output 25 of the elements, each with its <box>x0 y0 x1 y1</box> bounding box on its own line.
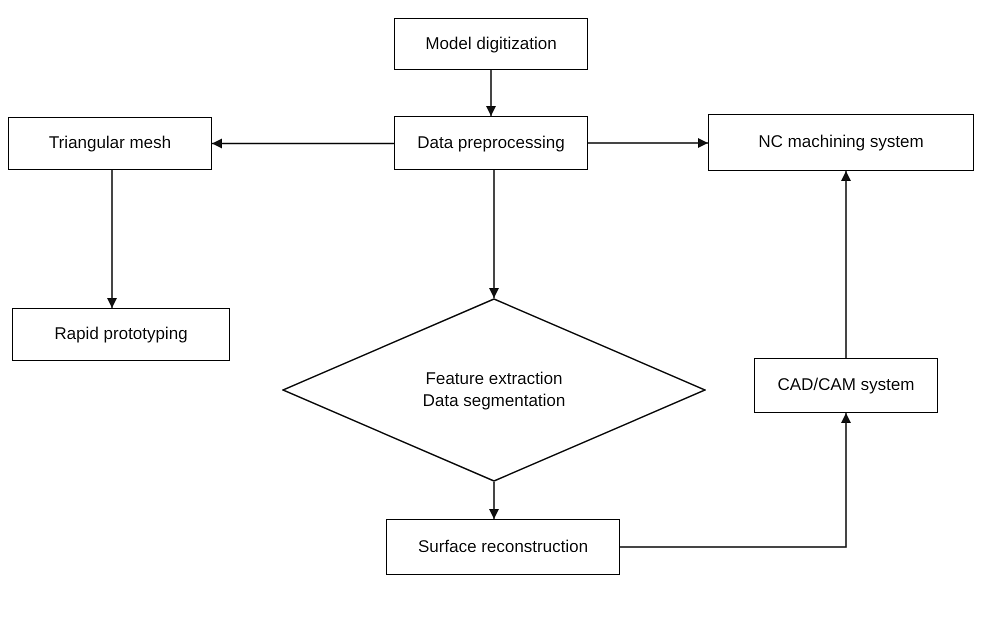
process-box <box>386 519 620 575</box>
node-label: Triangular mesh <box>48 132 172 154</box>
process-box <box>394 116 588 170</box>
arrow <box>486 70 496 116</box>
process-box <box>394 18 588 70</box>
node-label: Surface reconstruction <box>418 536 588 558</box>
node-label: NC machining system <box>758 131 924 154</box>
decision-diamond <box>282 298 706 482</box>
arrow <box>588 138 708 148</box>
process-box <box>708 114 974 171</box>
process-box <box>12 308 230 361</box>
arrow <box>841 171 851 358</box>
node-label: CAD/CAM system <box>778 374 914 396</box>
node-label: Model digitization <box>425 32 557 55</box>
process-box <box>8 117 212 170</box>
arrow <box>620 413 851 548</box>
arrow <box>107 170 117 308</box>
node-label: Feature extraction <box>425 368 562 390</box>
arrow <box>489 170 499 298</box>
node-label: Data preprocessing <box>417 132 565 154</box>
process-box <box>754 358 938 413</box>
node-label: Data segmentation <box>422 390 566 412</box>
arrow <box>212 138 394 148</box>
node-label: Rapid prototyping <box>54 323 188 346</box>
arrow <box>489 482 499 519</box>
